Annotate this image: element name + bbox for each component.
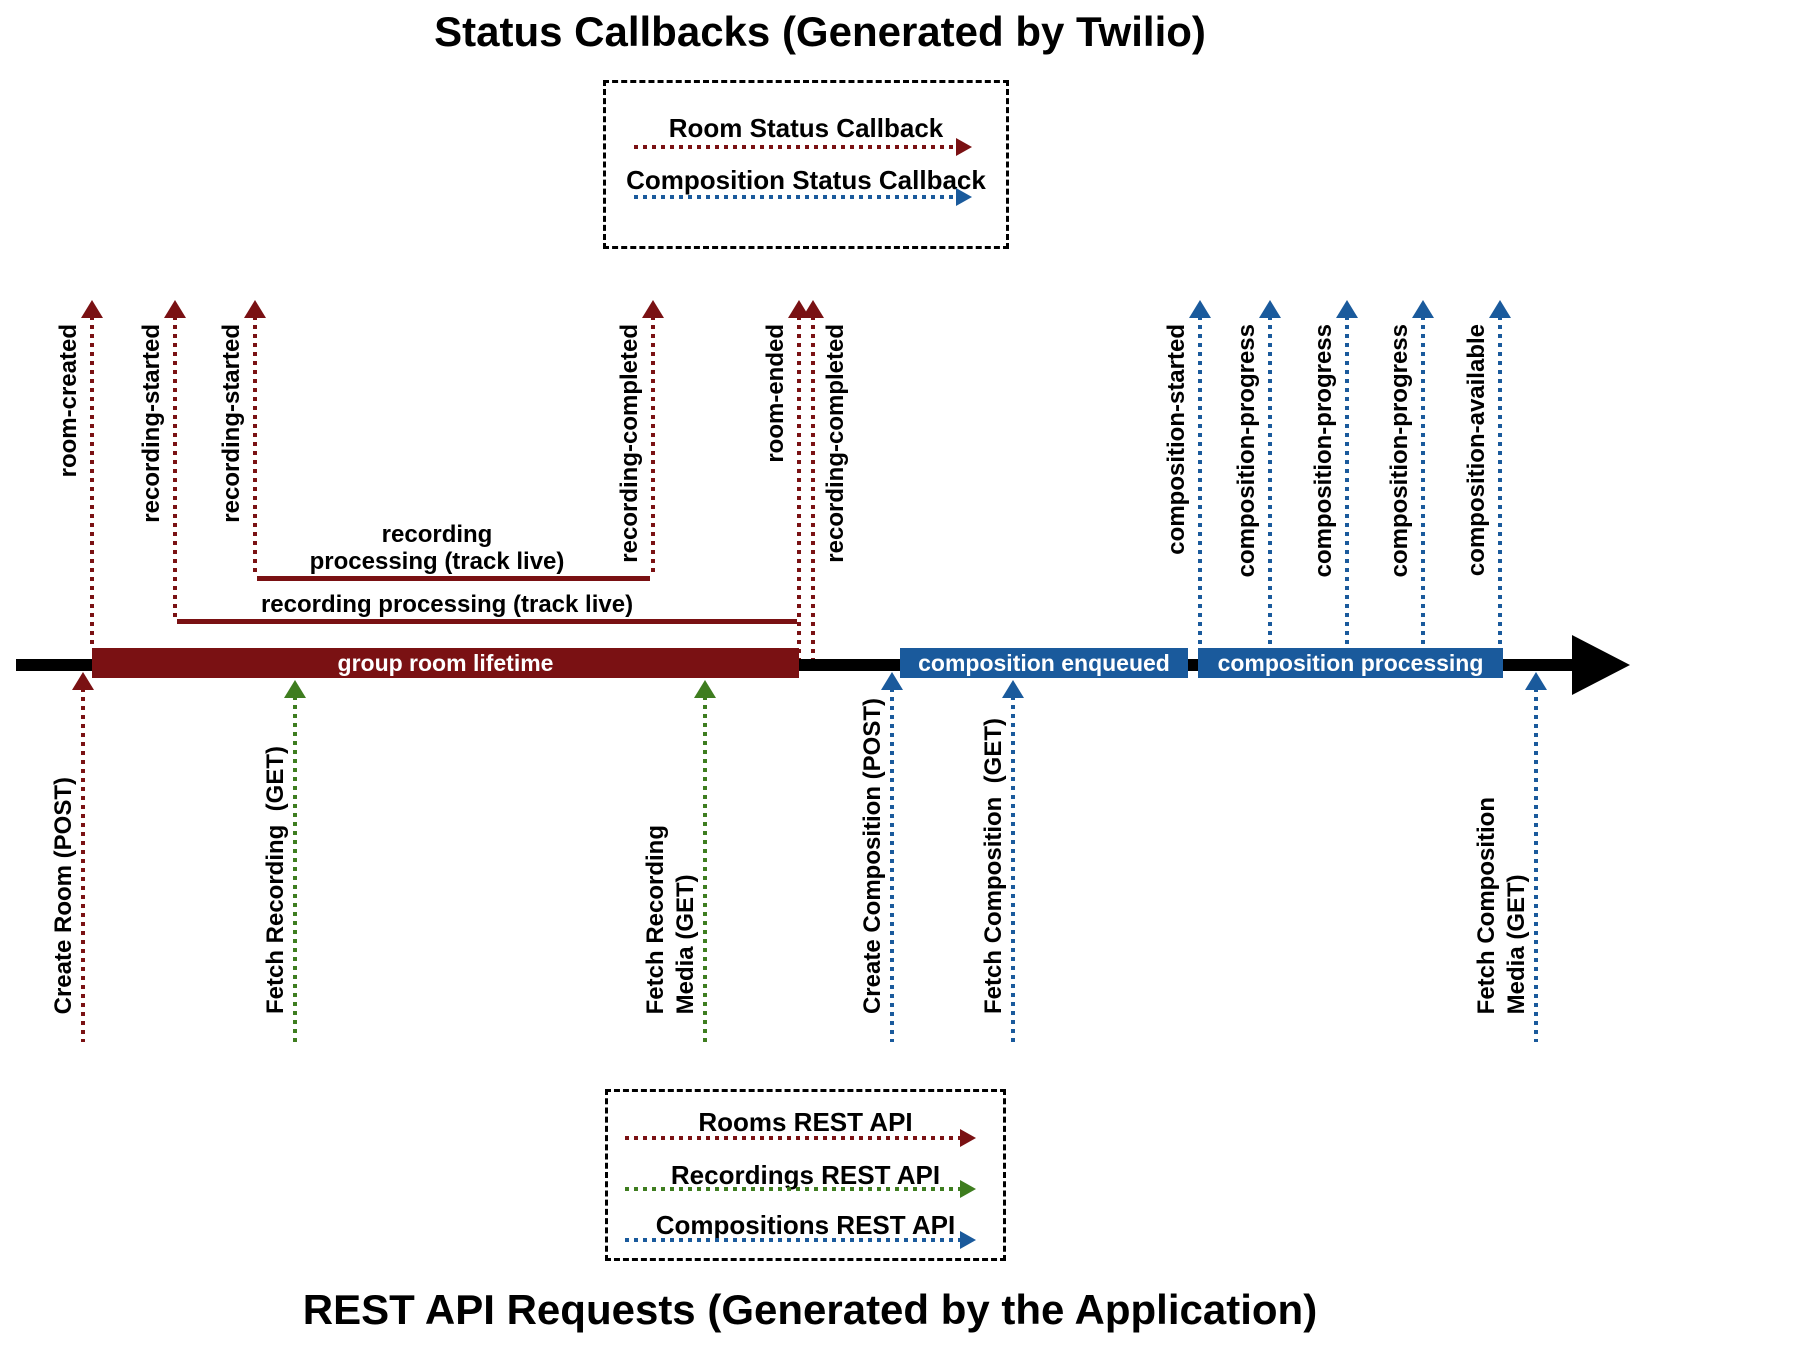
legend-arrowhead-icon: [956, 188, 972, 206]
legend-arrowhead-icon: [960, 1129, 976, 1147]
callback-arrow-line: [173, 316, 177, 619]
callback-label-room-ended: room-ended: [762, 324, 789, 463]
request-arrow-line: [1011, 696, 1015, 1042]
request-arrowhead-icon: [1525, 672, 1547, 690]
request-arrowhead-icon: [284, 680, 306, 698]
callback-arrow-line: [651, 316, 655, 576]
callback-label-recording-started: recording-started: [138, 324, 165, 523]
callback-arrow-line: [1268, 316, 1272, 648]
callback-label-room-created: room-created: [55, 324, 82, 478]
request-arrow-line: [1534, 688, 1538, 1042]
timeline-segment-composition-processing: composition processing: [1198, 648, 1503, 678]
request-arrowhead-icon: [881, 672, 903, 690]
callback-arrow-line: [797, 316, 801, 659]
timeline-segment-label: composition enqueued: [918, 649, 1170, 676]
legend-arrow-line: [634, 195, 956, 199]
legend-arrow-line: [625, 1187, 960, 1191]
request-arrowhead-icon: [694, 680, 716, 698]
callback-label-recording-completed: recording-completed: [822, 324, 849, 563]
request-label-Fetch-Composition-Media-(GET): Fetch Composition Media (GET): [1473, 796, 1530, 1014]
callback-arrow-line: [90, 316, 94, 648]
legend-label-Room-Status-Callback: Room Status Callback: [668, 113, 944, 143]
legend-label-Recordings-REST-API: Recordings REST API: [670, 1160, 941, 1190]
top-title: Status Callbacks (Generated by Twilio): [434, 8, 1206, 55]
timeline-segment-composition-enqueued: composition enqueued: [900, 648, 1188, 678]
callback-arrowhead-icon: [1259, 300, 1281, 318]
legend-label-Compositions-REST-API: Compositions REST API: [655, 1210, 956, 1240]
legend-label-Rooms-REST-API: Rooms REST API: [698, 1107, 913, 1137]
timeline-segment-group-room-lifetime: group room lifetime: [92, 648, 799, 678]
recording-processing-line: [177, 619, 797, 624]
request-arrow-line: [890, 688, 894, 1042]
request-label-Create-Composition-(POST): Create Composition (POST): [859, 697, 886, 1014]
request-arrow-line: [81, 688, 85, 1042]
callback-label-composition-progress: composition-progress: [1310, 324, 1337, 578]
callback-label-composition-progress: composition-progress: [1386, 324, 1413, 578]
callback-arrow-line: [253, 316, 257, 576]
callback-arrowhead-icon: [1336, 300, 1358, 318]
callback-arrow-line: [1498, 316, 1502, 648]
recording-processing-label: recording processing (track live): [260, 591, 634, 618]
callback-arrowhead-icon: [1412, 300, 1434, 318]
callback-arrow-line: [811, 316, 815, 659]
legend-label-Composition-Status-Callback: Composition Status Callback: [626, 165, 986, 195]
callback-label-recording-started: recording-started: [218, 324, 245, 523]
request-label-Fetch-Recording-Media-(GET): Fetch Recording Media (GET): [642, 824, 699, 1014]
legend-arrowhead-icon: [960, 1231, 976, 1249]
timeline-arrowhead-icon: [1572, 635, 1630, 695]
recording-processing-label: recording processing (track live): [309, 521, 565, 575]
callback-arrowhead-icon: [802, 300, 824, 318]
legend-arrow-line: [625, 1136, 960, 1140]
callback-label-composition-started: composition-started: [1163, 324, 1190, 555]
request-arrow-line: [703, 696, 707, 1042]
callback-arrowhead-icon: [1489, 300, 1511, 318]
request-label-Fetch-Composition-(GET): Fetch Composition (GET): [980, 718, 1007, 1014]
rest-api-legend-box: Rooms REST API Recordings REST API Composi…: [605, 1089, 1006, 1261]
request-arrow-line: [293, 696, 297, 1042]
callback-arrowhead-icon: [1189, 300, 1211, 318]
callback-label-composition-progress: composition-progress: [1233, 324, 1260, 578]
request-arrowhead-icon: [72, 672, 94, 690]
callback-label-composition-available: composition-available: [1463, 324, 1490, 577]
callback-label-recording-completed: recording-completed: [616, 324, 643, 563]
request-label-Create-Room-(POST): Create Room (POST): [50, 776, 77, 1014]
callback-arrowhead-icon: [244, 300, 266, 318]
legend-arrowhead-icon: [956, 138, 972, 156]
callback-arrow-line: [1198, 316, 1202, 648]
request-arrowhead-icon: [1002, 680, 1024, 698]
callback-arrowhead-icon: [642, 300, 664, 318]
bottom-title: REST API Requests (Generated by the Appl…: [302, 1286, 1318, 1333]
legend-arrow-line: [625, 1238, 960, 1242]
legend-arrowhead-icon: [960, 1180, 976, 1198]
callback-arrow-line: [1421, 316, 1425, 648]
request-label-Fetch-Recording-(GET): Fetch Recording (GET): [262, 745, 289, 1014]
callback-arrowhead-icon: [81, 300, 103, 318]
callback-arrowhead-icon: [164, 300, 186, 318]
legend-arrow-line: [634, 145, 956, 149]
callback-arrow-line: [1345, 316, 1349, 648]
timeline-segment-label: composition processing: [1217, 649, 1484, 676]
timeline-segment-label: group room lifetime: [337, 649, 554, 676]
recording-processing-line: [257, 576, 650, 581]
